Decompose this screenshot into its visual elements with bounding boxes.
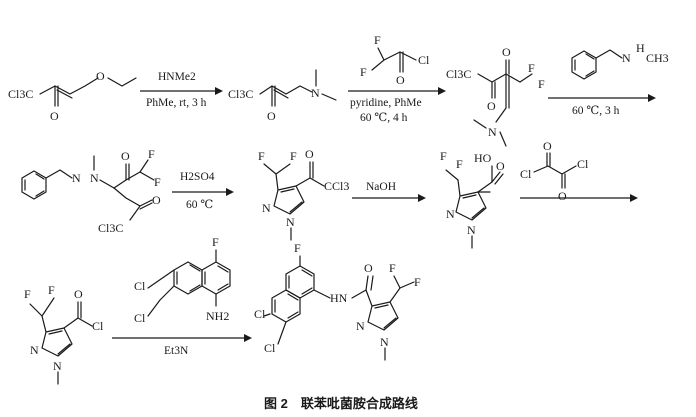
compound-5-pyrazole-trichloroketone: F F N N O CCl3 bbox=[258, 147, 349, 241]
label-ccl3: Cl3C bbox=[98, 221, 123, 235]
label-oxygen: O bbox=[305, 147, 314, 161]
label-chlorine: Cl bbox=[577, 157, 589, 171]
label-fluorine: F bbox=[48, 283, 55, 297]
label-chlorine: Cl bbox=[520, 167, 532, 181]
reagent-methylhydrazone: N H CH3 bbox=[571, 41, 669, 80]
label-nitrogen: N bbox=[446, 207, 455, 221]
step2-conditions: 60 ℃, 4 h bbox=[360, 112, 408, 124]
compound-8-product-amide: F Cl Cl HN O N N F F bbox=[254, 241, 421, 361]
reaction-arrow-1: HNMe2 PhMe, rt, 3 h bbox=[140, 71, 223, 109]
label-nitrogen: N bbox=[467, 223, 476, 237]
compound-1-trichloro-enone: Cl3C O O bbox=[8, 69, 137, 123]
label-nitrogen: N bbox=[262, 201, 271, 215]
compound-3-difluoroacetyl-enaminone: Cl3C O O F F N bbox=[446, 45, 545, 147]
label-nitrogen: N bbox=[30, 343, 39, 357]
compound-2-enaminone: Cl3C O N bbox=[228, 69, 337, 123]
reaction-arrow-4: H2SO4 60 ℃ bbox=[172, 171, 234, 211]
label-oxygen: O bbox=[364, 261, 373, 275]
compound-6-pyrazole-carboxylic-acid: F F N N HO O bbox=[440, 149, 505, 249]
label-nitrogen: N bbox=[380, 335, 389, 349]
label-ccl3: Cl3C bbox=[446, 67, 471, 81]
reaction-arrow-5: NaOH bbox=[352, 181, 426, 202]
label-nitrogen: N bbox=[286, 215, 295, 229]
reaction-arrow-7: F NH2 Cl Cl Et3N bbox=[112, 235, 252, 357]
label-chlorine: Cl bbox=[418, 53, 430, 67]
label-nitrogen: N bbox=[311, 86, 320, 100]
compound-4-hydrazone-adduct: N N O F F O Cl3C bbox=[21, 147, 161, 235]
step4-conditions: 60 ℃ bbox=[186, 199, 213, 211]
reagent-oxalyl-chloride: O Cl O Cl bbox=[520, 139, 589, 203]
label-hydrogen: H bbox=[636, 41, 645, 55]
reaction-arrow-2: F F O Cl pyridine, PhMe 60 ℃, 4 h bbox=[348, 33, 446, 124]
label-methyl: CH3 bbox=[646, 51, 669, 65]
label-chlorine: Cl bbox=[264, 341, 276, 355]
label-chlorine: Cl bbox=[92, 319, 104, 333]
step5-reagent: NaOH bbox=[366, 181, 396, 193]
label-fluorine: F bbox=[148, 147, 155, 161]
label-fluorine: F bbox=[456, 157, 463, 171]
label-oxygen: O bbox=[543, 139, 552, 153]
reagent-difluoroacetyl-chloride: F F O Cl bbox=[360, 33, 430, 87]
label-fluorine: F bbox=[360, 65, 367, 79]
label-fluorine: F bbox=[440, 149, 447, 163]
label-ccl3-substituent: CCl3 bbox=[324, 179, 349, 193]
reagent-biphenyl-amine: F NH2 Cl Cl bbox=[134, 235, 231, 325]
step1-conditions: PhMe, rt, 3 h bbox=[146, 97, 207, 109]
label-fluorine: F bbox=[389, 261, 396, 275]
label-oxygen: O bbox=[121, 149, 130, 163]
label-oxygen: O bbox=[502, 45, 511, 59]
label-nitrogen: N bbox=[72, 171, 81, 185]
label-fluorine: F bbox=[294, 241, 301, 255]
label-chlorine: Cl bbox=[134, 279, 146, 293]
label-oxygen: O bbox=[487, 99, 496, 113]
step1-reagent: HNMe2 bbox=[158, 71, 196, 83]
label-nitrogen: N bbox=[622, 51, 631, 65]
label-nitrogen: N bbox=[488, 125, 497, 139]
label-fluorine: F bbox=[24, 287, 31, 301]
label-fluorine: F bbox=[212, 235, 219, 249]
label-ccl3: Cl3C bbox=[228, 87, 253, 101]
label-hydroxyl: HO bbox=[474, 151, 492, 165]
label-fluorine: F bbox=[414, 275, 421, 289]
label-nitrogen: N bbox=[90, 171, 99, 185]
label-oxygen: O bbox=[74, 287, 83, 301]
label-chlorine: Cl bbox=[254, 307, 266, 321]
label-amine: NH2 bbox=[206, 309, 229, 323]
label-fluorine: F bbox=[154, 175, 161, 189]
label-oxygen: O bbox=[267, 109, 276, 123]
compound-7-pyrazole-acid-chloride: F F N N O Cl bbox=[24, 283, 104, 385]
step2-reagent: pyridine, PhMe bbox=[350, 97, 422, 109]
step7-reagent: Et3N bbox=[164, 345, 189, 357]
label-fluorine: F bbox=[290, 149, 297, 163]
label-fluorine: F bbox=[374, 33, 381, 47]
label-oxygen: O bbox=[396, 73, 405, 87]
label-oxygen: O bbox=[96, 69, 105, 83]
label-fluorine: F bbox=[538, 77, 545, 91]
label-amide-nh: HN bbox=[330, 291, 348, 305]
label-oxygen: O bbox=[50, 109, 59, 123]
label-fluorine: F bbox=[258, 149, 265, 163]
label-nitrogen: N bbox=[356, 319, 365, 333]
reaction-arrow-3: N H CH3 60 ℃, 3 h bbox=[548, 41, 669, 117]
label-oxygen: O bbox=[558, 189, 567, 203]
label-ccl3: Cl3C bbox=[8, 87, 33, 101]
label-chlorine: Cl bbox=[134, 311, 146, 325]
label-oxygen: O bbox=[152, 193, 161, 207]
reaction-arrow-6: O Cl O Cl bbox=[520, 139, 638, 203]
label-oxygen: O bbox=[496, 159, 505, 173]
label-fluorine: F bbox=[528, 61, 535, 75]
figure-caption: 图 2 联苯吡菌胺合成路线 bbox=[264, 396, 418, 411]
step4-reagent: H2SO4 bbox=[180, 171, 215, 183]
step3-conditions: 60 ℃, 3 h bbox=[572, 105, 620, 117]
label-nitrogen: N bbox=[53, 359, 62, 373]
